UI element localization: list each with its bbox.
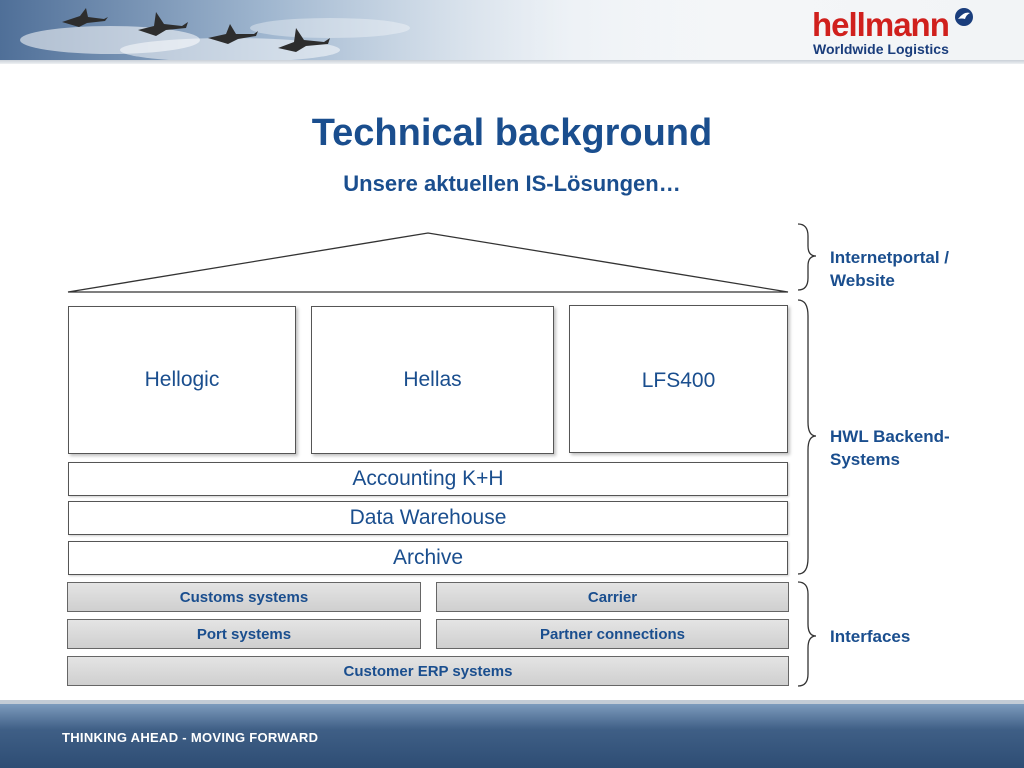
slide-title: Technical background <box>311 112 713 154</box>
header-banner: hellmann Worldwide Logistics <box>0 0 1024 64</box>
module-hellogic-label: Hellogic <box>144 368 220 391</box>
logo-tagline: Worldwide Logistics <box>813 41 949 57</box>
slide-subtitle: Unsere aktuellen IS-Lösungen… <box>343 171 681 196</box>
footer-slogan: THINKING AHEAD - MOVING FORWARD <box>62 730 319 745</box>
layer-archive: Archive <box>68 541 788 575</box>
portal-brace <box>797 223 817 291</box>
interface-partner-label: Partner connections <box>539 625 686 643</box>
label-interfaces: Interfaces <box>830 627 911 646</box>
interface-customs-label: Customs systems <box>179 588 309 606</box>
portal-roof-shape <box>67 232 789 293</box>
backend-brace <box>797 299 817 575</box>
label-internet-portal: Internetportal / Website <box>830 246 1010 292</box>
logo-wordmark: hellmann <box>812 6 950 43</box>
interface-customs-systems: Customs systems <box>67 582 421 612</box>
label-backend-line2: Systems <box>830 450 900 469</box>
layer-accounting-label: Accounting K+H <box>352 467 504 490</box>
interface-customer-erp: Customer ERP systems <box>67 656 789 686</box>
label-backend-line1: HWL Backend- <box>830 427 950 446</box>
layer-data-warehouse-label: Data Warehouse <box>349 506 507 529</box>
interface-erp-label: Customer ERP systems <box>343 662 513 680</box>
bird-logo-icon <box>955 8 973 26</box>
interface-port-label: Port systems <box>196 625 292 643</box>
label-hwl-backend: HWL Backend- Systems <box>830 425 1010 471</box>
footer-banner: THINKING AHEAD - MOVING FORWARD <box>0 704 1024 768</box>
header-rule <box>0 60 1024 64</box>
interface-carrier: Carrier <box>436 582 789 612</box>
interface-port-systems: Port systems <box>67 619 421 649</box>
module-hellogic: Hellogic <box>68 306 296 454</box>
layer-accounting: Accounting K+H <box>68 462 788 496</box>
geese-sky-image <box>0 0 760 60</box>
module-hellas-label: Hellas <box>403 368 462 391</box>
interface-carrier-label: Carrier <box>587 588 638 606</box>
label-portal-line1: Internetportal / <box>830 248 950 267</box>
layer-data-warehouse: Data Warehouse <box>68 501 788 535</box>
module-hellas: Hellas <box>311 306 554 454</box>
footer-rule <box>0 700 1024 704</box>
grouping-braces <box>797 223 817 687</box>
interfaces-brace <box>797 581 817 687</box>
interface-partner-connections: Partner connections <box>436 619 789 649</box>
label-portal-line2: Website <box>830 271 895 290</box>
layer-archive-label: Archive <box>392 546 464 569</box>
module-lfs400-label: LFS400 <box>641 369 716 392</box>
hellmann-logo: hellmann Worldwide Logistics <box>812 6 982 58</box>
module-lfs400: LFS400 <box>569 305 788 453</box>
